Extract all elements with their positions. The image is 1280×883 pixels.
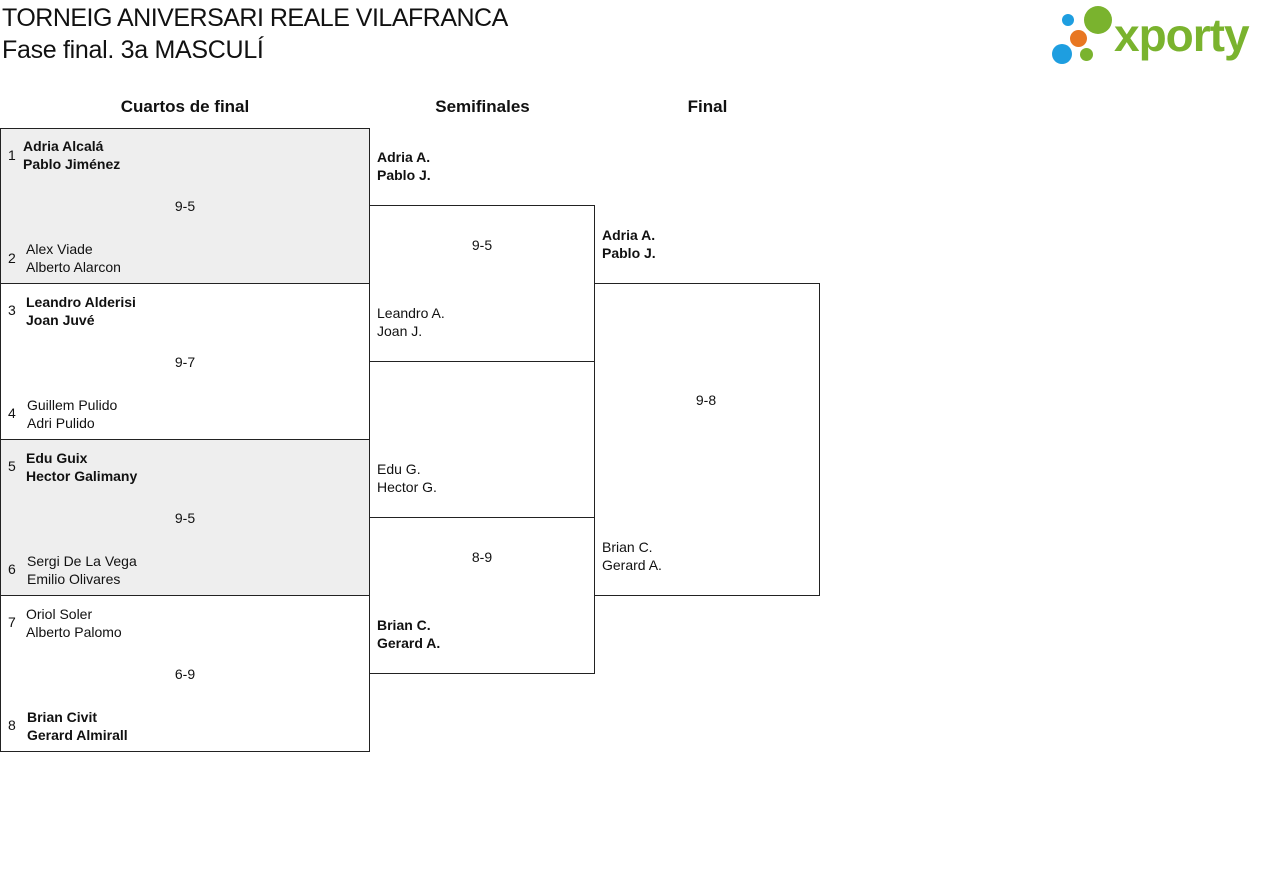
match-score: 8-9 bbox=[471, 549, 493, 565]
player-name: Brian C. bbox=[377, 617, 431, 633]
player-name: Sergi De La Vega bbox=[27, 553, 137, 569]
seed-number: 8 bbox=[8, 717, 16, 733]
team-b-winner: Brian Civit Gerard Almirall bbox=[27, 708, 128, 744]
quarterfinal-match-1: 1 Adria Alcalá Pablo Jiménez 9-5 2 Alex … bbox=[0, 128, 370, 284]
player-name: Gerard A. bbox=[602, 557, 662, 573]
seed-number: 2 bbox=[8, 250, 16, 266]
tournament-title: TORNEIG ANIVERSARI REALE VILAFRANCA bbox=[2, 4, 508, 32]
semifinal-1-team-a-winner: Adria A. Pablo J. bbox=[377, 148, 431, 184]
seed-number: 6 bbox=[8, 561, 16, 577]
logo-dot-green-small bbox=[1080, 48, 1093, 61]
player-name: Gerard Almirall bbox=[27, 727, 128, 743]
xporty-logo: xporty bbox=[1050, 4, 1276, 68]
player-name: Guillem Pulido bbox=[27, 397, 118, 413]
match-score: 6-9 bbox=[174, 666, 196, 682]
team-a-winner: Edu Guix Hector Galimany bbox=[26, 449, 137, 485]
quarterfinal-match-4: 7 Oriol Soler Alberto Palomo 6-9 8 Brian… bbox=[0, 595, 370, 752]
team-a: Oriol Soler Alberto Palomo bbox=[26, 605, 122, 641]
logo-dot-blue bbox=[1052, 44, 1072, 64]
player-name: Pablo Jiménez bbox=[23, 156, 121, 172]
round-header-semifinals: Semifinales bbox=[435, 97, 530, 116]
player-name: Alex Viade bbox=[26, 241, 93, 257]
logo-wordmark: xporty bbox=[1114, 9, 1250, 61]
team-a-winner: Leandro Alderisi Joan Juvé bbox=[26, 293, 136, 329]
player-name: Alberto Alarcon bbox=[26, 259, 121, 275]
semifinal-match-2: 8-9 Brian C. Gerard A. bbox=[369, 517, 595, 674]
final-match: 9-8 Brian C. Gerard A. bbox=[594, 283, 820, 596]
seed-number: 1 bbox=[8, 147, 16, 163]
player-name: Gerard A. bbox=[377, 635, 441, 651]
player-name: Emilio Olivares bbox=[27, 571, 121, 587]
player-name: Adria Alcalá bbox=[23, 138, 104, 154]
player-name: Alberto Palomo bbox=[26, 624, 122, 640]
quarterfinal-match-3: 5 Edu Guix Hector Galimany 9-5 6 Sergi D… bbox=[0, 439, 370, 596]
match-score: 9-5 bbox=[471, 237, 493, 253]
logo-dot-blue-small bbox=[1062, 14, 1074, 26]
player-name: Adri Pulido bbox=[27, 415, 95, 431]
player-name: Hector Galimany bbox=[26, 468, 138, 484]
player-name: Joan Juvé bbox=[26, 312, 95, 328]
round-header-quarterfinals: Cuartos de final bbox=[120, 97, 250, 116]
seed-number: 7 bbox=[8, 614, 16, 630]
semifinal-match-1: 9-5 Leandro A. Joan J. bbox=[369, 205, 595, 362]
team-a-winner: Adria Alcalá Pablo Jiménez bbox=[23, 137, 120, 173]
round-header-final: Final bbox=[687, 97, 728, 116]
logo-dot-green bbox=[1084, 6, 1112, 34]
team-b: Brian C. Gerard A. bbox=[602, 538, 662, 574]
logo-dot-orange bbox=[1070, 30, 1087, 47]
player-name: Brian Civit bbox=[27, 709, 98, 725]
player-name: Adria A. bbox=[602, 227, 656, 243]
player-name: Edu G. bbox=[377, 461, 421, 477]
tournament-subtitle: Fase final. 3a MASCULÍ bbox=[2, 36, 264, 64]
final-team-a-winner: Adria A. Pablo J. bbox=[602, 226, 656, 262]
match-score: 9-8 bbox=[695, 392, 717, 408]
player-name: Brian C. bbox=[602, 539, 653, 555]
team-b: Sergi De La Vega Emilio Olivares bbox=[27, 552, 137, 588]
team-b: Leandro A. Joan J. bbox=[377, 304, 445, 340]
player-name: Joan J. bbox=[377, 323, 423, 339]
player-name: Pablo J. bbox=[377, 167, 431, 183]
player-name: Edu Guix bbox=[26, 450, 88, 466]
match-score: 9-5 bbox=[174, 510, 196, 526]
team-b-winner: Brian C. Gerard A. bbox=[377, 616, 440, 652]
player-name: Hector G. bbox=[377, 479, 437, 495]
seed-number: 3 bbox=[8, 302, 16, 318]
match-score: 9-5 bbox=[174, 198, 196, 214]
player-name: Adria A. bbox=[377, 149, 431, 165]
player-name: Pablo J. bbox=[602, 245, 656, 261]
team-b: Guillem Pulido Adri Pulido bbox=[27, 396, 117, 432]
match-score: 9-7 bbox=[174, 354, 196, 370]
quarterfinal-match-2: 3 Leandro Alderisi Joan Juvé 9-7 4 Guill… bbox=[0, 283, 370, 440]
player-name: Leandro A. bbox=[377, 305, 445, 321]
team-b: Alex Viade Alberto Alarcon bbox=[26, 240, 121, 276]
seed-number: 4 bbox=[8, 405, 16, 421]
seed-number: 5 bbox=[8, 458, 16, 474]
semifinal-2-team-a: Edu G. Hector G. bbox=[377, 460, 437, 496]
player-name: Leandro Alderisi bbox=[26, 294, 136, 310]
player-name: Oriol Soler bbox=[26, 606, 93, 622]
